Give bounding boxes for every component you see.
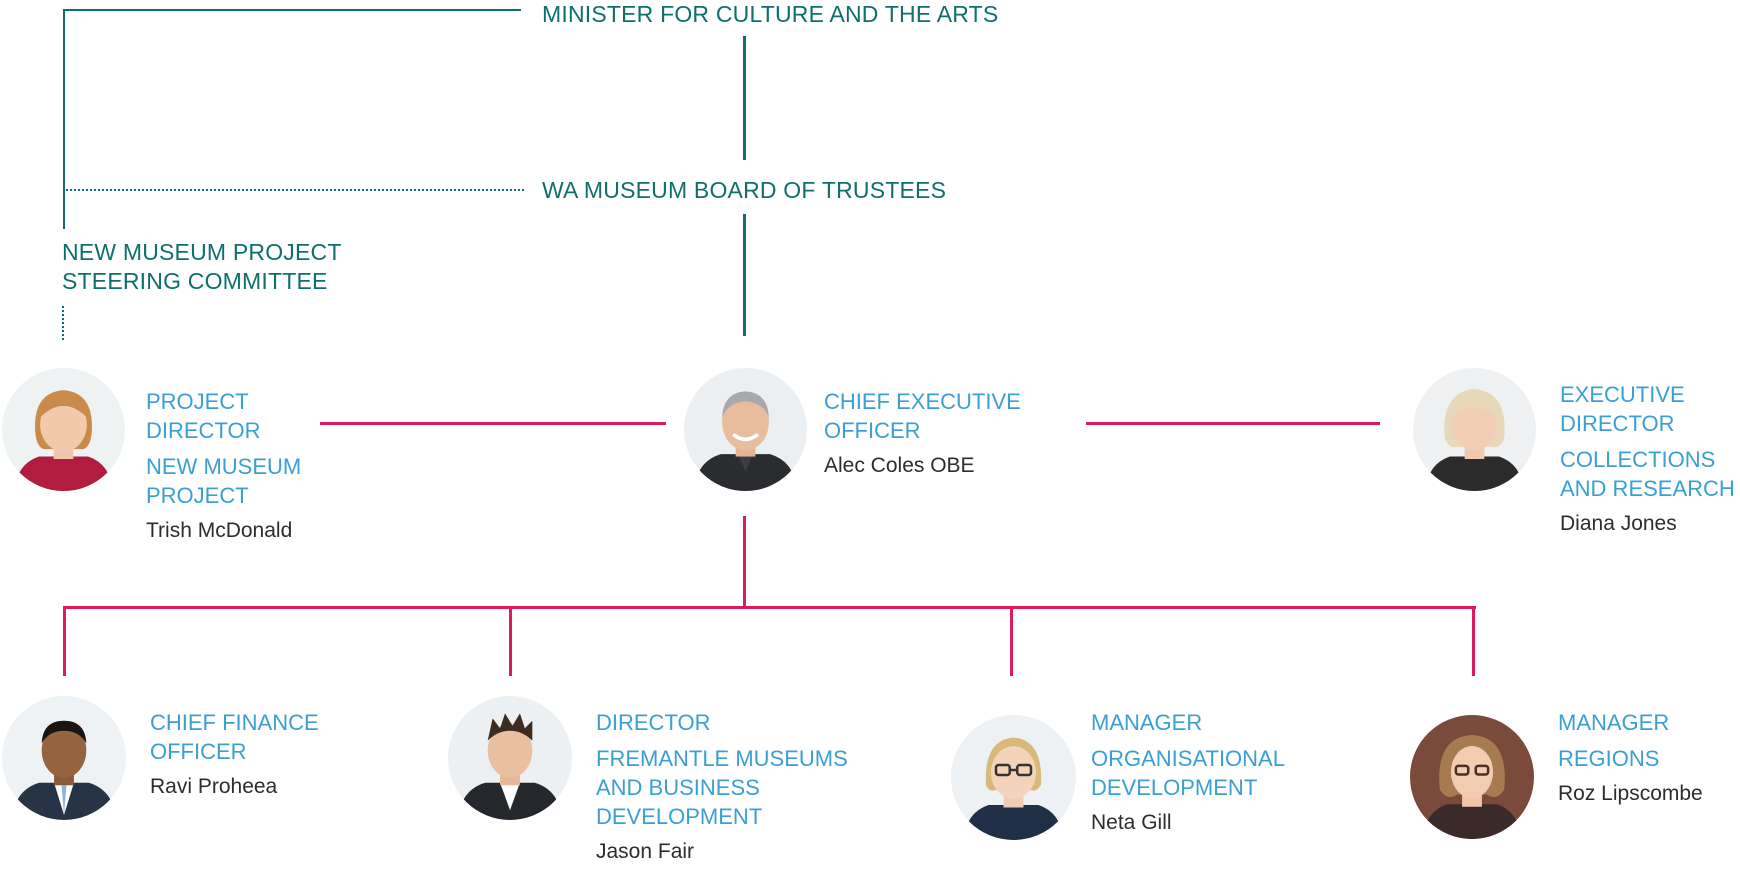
avatar-neta-gill [951,715,1076,840]
person-name: Trish McDonald [146,519,293,542]
role-title: MANAGER [1558,710,1670,735]
position-project-director: PROJECT DIRECTOR NEW MUSEUM PROJECT Tris… [146,387,301,544]
avatar-diana-jones [1413,368,1536,491]
person-name: Ravi Proheea [150,775,278,798]
board-to-committee-dotted-line [66,189,524,191]
ceo-down-line [743,516,746,608]
ceo-to-executive-director-line [1086,422,1380,425]
board-to-ceo-line [743,214,746,336]
drop-line-manager-od [1010,606,1013,676]
position-cfo: CHIEF FINANCE OFFICER Ravi Proheea [150,708,319,800]
drop-line-director-fremantle [509,606,512,676]
role-unit: FREMANTLE MUSEUMS AND BUSINESS DEVELOPME… [596,746,848,829]
role-unit: REGIONS [1558,746,1660,771]
position-ceo: CHIEF EXECUTIVE OFFICER Alec Coles OBE [824,387,1021,479]
avatar-roz-lipscombe [1410,715,1534,839]
role-title: MANAGER [1091,710,1203,735]
board-label: WA MUSEUM BOARD OF TRUSTEES [542,177,947,203]
person-name: Neta Gill [1091,811,1172,834]
role-title: EXECUTIVE DIRECTOR [1560,382,1685,436]
avatar-ravi-proheea [2,696,126,820]
role-unit: NEW MUSEUM PROJECT [146,454,302,508]
role-title: PROJECT DIRECTOR [146,389,261,443]
drop-line-cfo [63,606,66,676]
role-unit: ORGANISATIONAL DEVELOPMENT [1091,746,1285,800]
minister-to-board-line [743,36,746,160]
role-unit: COLLECTIONS AND RESEARCH [1560,447,1735,501]
person-name: Diana Jones [1560,512,1677,535]
minister-connector-horizontal [63,9,521,11]
ceo-to-project-director-line [320,422,666,425]
direct-reports-bus-line [63,606,1476,609]
drop-line-manager-regions [1472,606,1475,676]
avatar-trish-mcdonald [2,368,125,491]
position-executive-director: EXECUTIVE DIRECTOR COLLECTIONS AND RESEA… [1560,380,1735,537]
person-name: Roz Lipscombe [1558,782,1703,805]
position-manager-regions: MANAGER REGIONS Roz Lipscombe [1558,708,1703,807]
committee-to-project-dotted-line [62,306,64,340]
person-name: Jason Fair [596,840,695,863]
position-manager-od: MANAGER ORGANISATIONAL DEVELOPMENT Neta … [1091,708,1285,836]
minister-label: MINISTER FOR CULTURE AND THE ARTS [542,1,999,27]
avatar-alec-coles [684,368,807,491]
person-name: Alec Coles OBE [824,454,975,477]
avatar-jason-fair [448,696,572,820]
role-title: CHIEF EXECUTIVE OFFICER [824,389,1021,443]
position-director-fremantle: DIRECTOR FREMANTLE MUSEUMS AND BUSINESS … [596,708,848,865]
steering-committee-label: NEW MUSEUM PROJECT STEERING COMMITTEE [62,239,342,294]
role-title: CHIEF FINANCE OFFICER [150,710,319,764]
role-title: DIRECTOR [596,710,711,735]
minister-connector-vertical [63,9,65,229]
